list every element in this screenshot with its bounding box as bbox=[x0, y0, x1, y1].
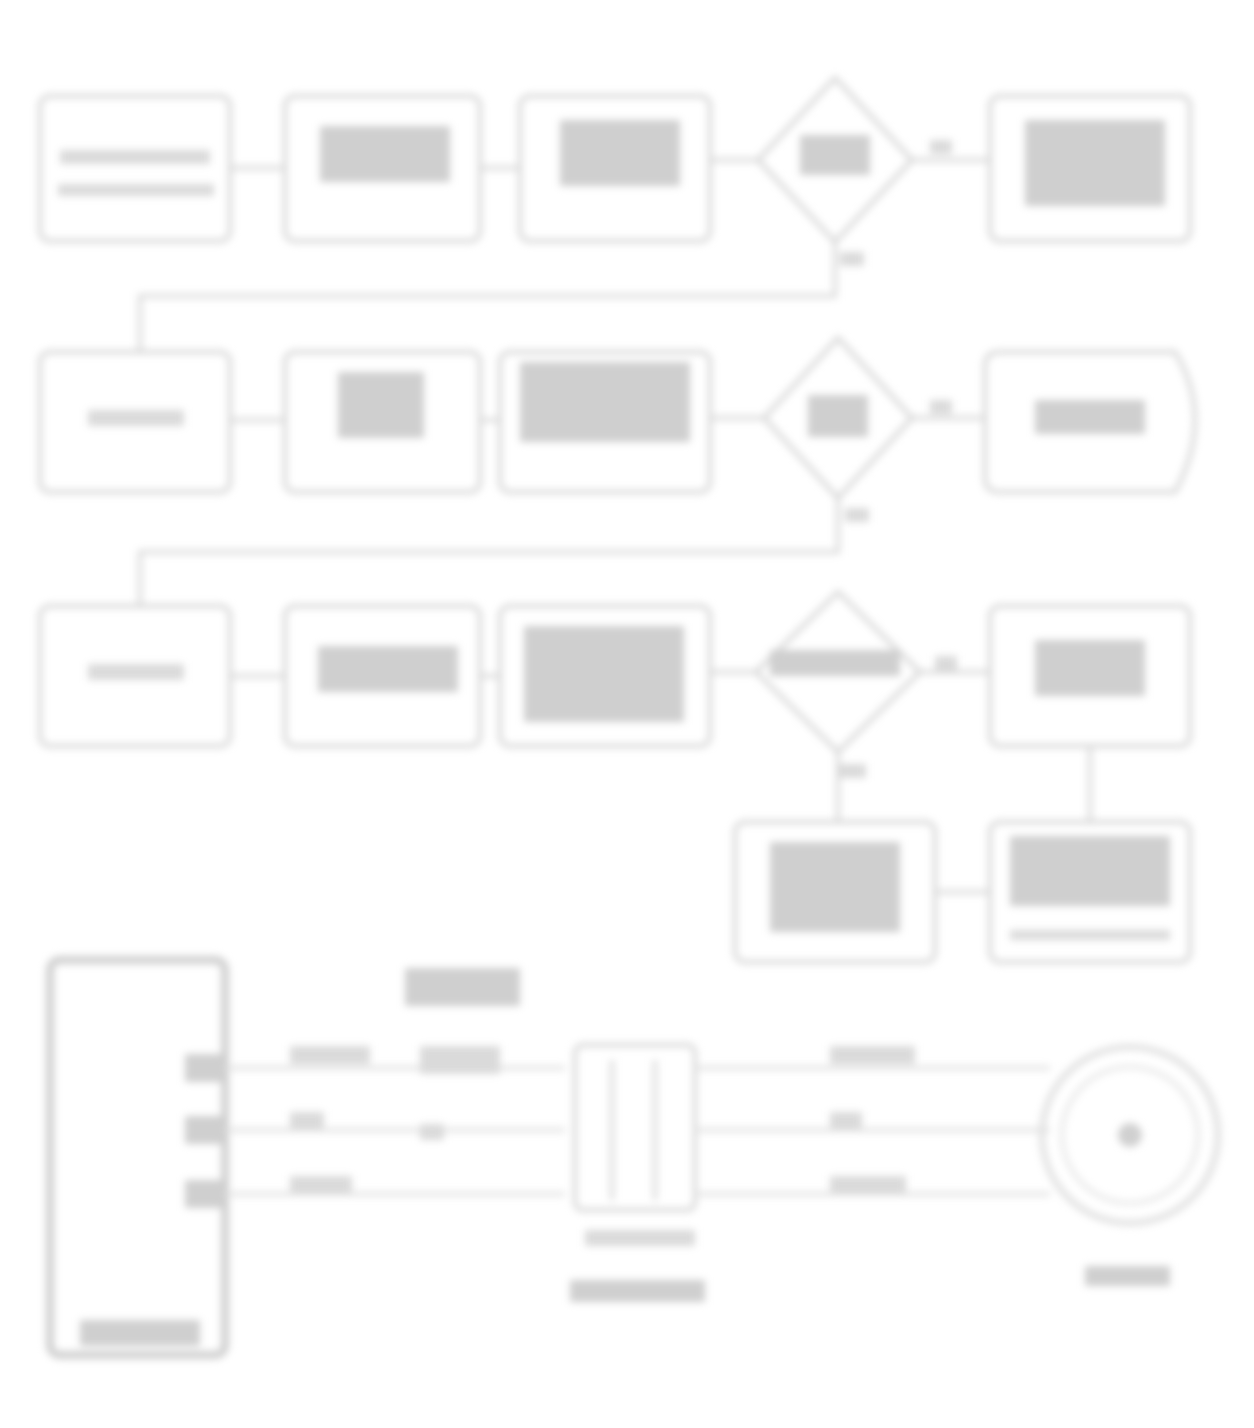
wire-3-label-right-mark bbox=[830, 1176, 906, 1192]
bottom-left-text-mark bbox=[770, 842, 900, 932]
row2-result-text-mark bbox=[1035, 400, 1145, 434]
flow-row-1 bbox=[38, 75, 1192, 352]
wire-3-label-left-mark bbox=[290, 1176, 352, 1192]
row1-branch-no-mark bbox=[840, 252, 864, 266]
flow-bottom-boxes bbox=[733, 820, 1192, 964]
splice-connector-label-mark bbox=[405, 968, 520, 1006]
wire-1-label-right-mark bbox=[830, 1046, 915, 1064]
control-module-outline bbox=[46, 956, 229, 1359]
splice-connector-pin-2-mark bbox=[420, 1124, 444, 1140]
flow-row-3 bbox=[38, 589, 1192, 822]
wire-1-label-left-mark bbox=[290, 1046, 370, 1064]
row1-branch-yes-mark bbox=[930, 140, 952, 154]
intermediate-connector-box bbox=[573, 1043, 697, 1212]
row1-to-row2-connector bbox=[138, 242, 837, 352]
sensor-inner-ring bbox=[1060, 1065, 1200, 1205]
intermediate-connector-label-mark bbox=[585, 1230, 695, 1246]
splice-connector-pins-mark bbox=[420, 1046, 500, 1074]
intermediate-connector-label-mark-2 bbox=[570, 1280, 705, 1302]
row3-branch-yes-mark bbox=[935, 656, 957, 670]
wire-2-label-right-mark bbox=[830, 1112, 862, 1128]
row1-step-1-text-mark bbox=[320, 126, 450, 182]
sensor-center bbox=[1118, 1123, 1142, 1147]
sensor-outer-ring bbox=[1039, 1044, 1221, 1226]
row1-result-box bbox=[988, 94, 1192, 243]
wire-2-label-left-mark bbox=[290, 1112, 324, 1128]
module-pin-2 bbox=[185, 1116, 225, 1144]
control-module-label-mark bbox=[80, 1320, 200, 1346]
row3-decision-text-mark bbox=[770, 650, 900, 676]
row1-start-text-mark bbox=[60, 150, 210, 164]
row2-branch-yes-mark bbox=[930, 400, 952, 414]
bottom-right-text-mark-2 bbox=[1010, 930, 1170, 940]
row2-to-row3-connector bbox=[138, 498, 840, 606]
row3-branch-no-mark bbox=[840, 764, 866, 778]
row1-decision-text-mark bbox=[800, 135, 870, 175]
row1-start-box bbox=[38, 94, 232, 243]
row3-result-text-mark bbox=[1035, 640, 1145, 696]
row2-step-1-text-mark bbox=[338, 372, 424, 438]
row2-result-box bbox=[983, 350, 1197, 494]
row2-start-text-mark bbox=[88, 410, 184, 426]
row2-step-2-text-mark bbox=[520, 362, 690, 442]
row3-step-1-text-mark bbox=[318, 646, 458, 692]
wiring-diagram bbox=[46, 956, 1221, 1359]
row1-step-2-text-mark bbox=[560, 120, 680, 186]
sensor-label-mark bbox=[1085, 1266, 1170, 1286]
row3-start-text-mark bbox=[88, 664, 184, 680]
row1-start-text-mark-2 bbox=[58, 184, 214, 196]
row1-result-text-mark bbox=[1025, 120, 1165, 206]
row3-step-2-text-mark bbox=[524, 626, 684, 722]
bottom-right-text-mark bbox=[1010, 836, 1170, 906]
flow-row-2 bbox=[38, 335, 1197, 606]
module-pin-3 bbox=[185, 1180, 225, 1208]
row2-decision-text-mark bbox=[808, 395, 868, 437]
row2-branch-no-mark bbox=[845, 508, 869, 522]
module-pin-1 bbox=[185, 1054, 225, 1082]
